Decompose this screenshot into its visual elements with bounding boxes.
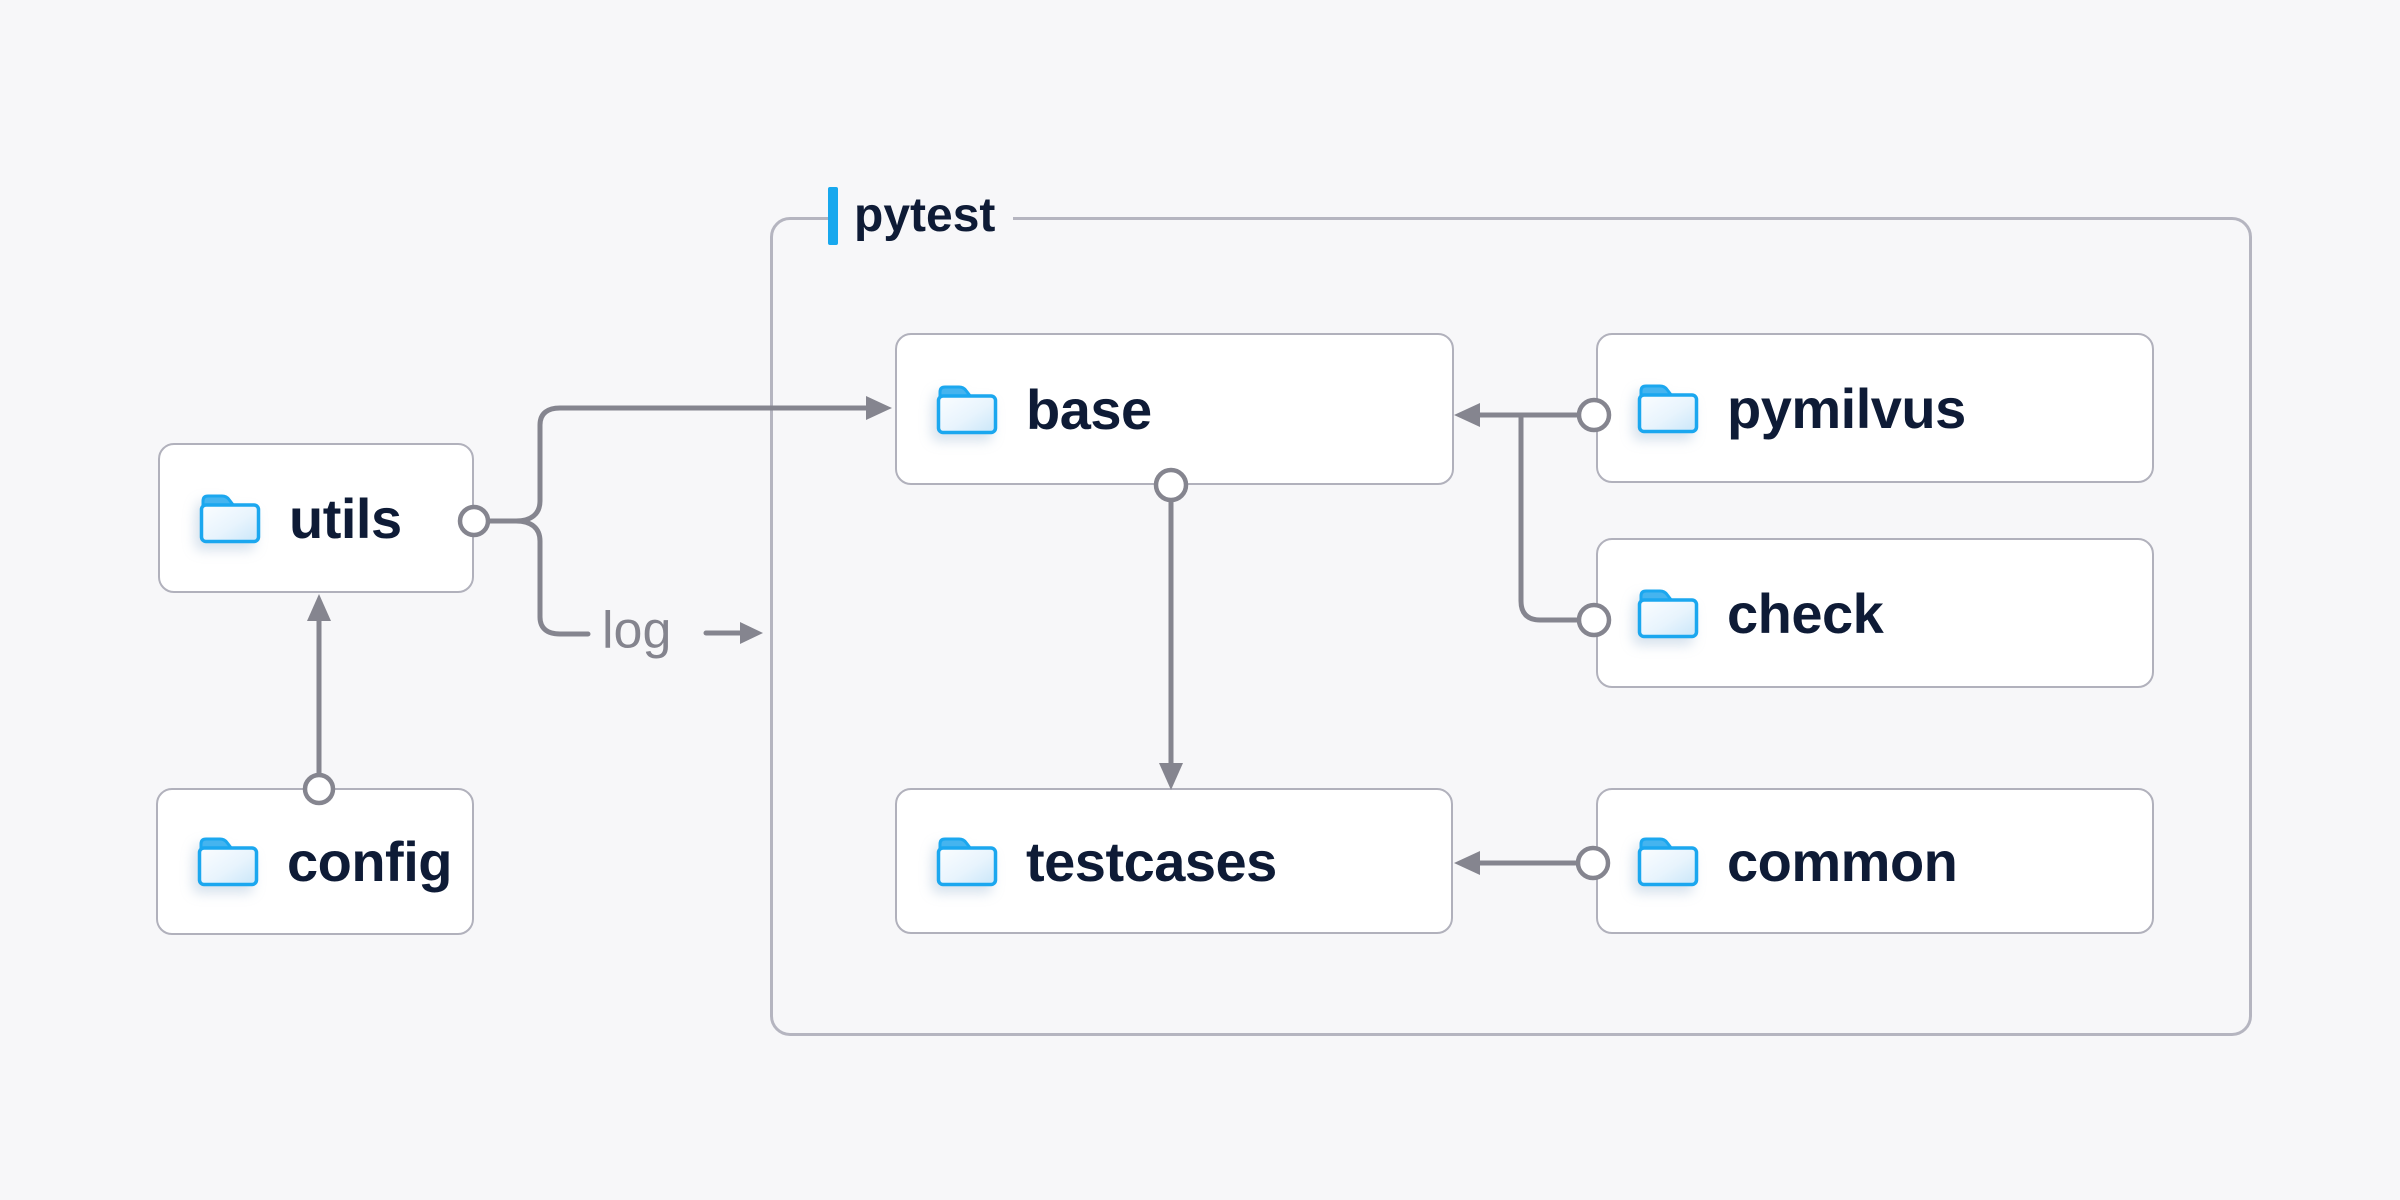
folder-icon [1636,382,1700,435]
node-label: check [1727,581,1884,645]
group-title: pytest [838,187,1014,246]
edge-config-utils [307,594,331,777]
folder-icon [935,383,999,436]
node-pymilvus: pymilvus [1596,333,2154,483]
node-base: base [895,333,1454,485]
node-label: base [1026,377,1152,441]
folder-icon [198,492,262,545]
node-check: check [1596,538,2154,688]
node-config: config [156,788,474,935]
arrowhead-up-icon [307,594,331,621]
node-label: pymilvus [1727,376,1966,440]
folder-icon [196,835,260,888]
edge-label-log: log [602,601,672,660]
node-testcases: testcases [895,788,1453,934]
node-label: testcases [1026,829,1277,893]
node-label: utils [289,486,402,550]
arrowhead-right-icon [740,622,763,644]
node-label: config [287,830,452,893]
folder-icon [1636,587,1700,640]
accent-bar [828,187,838,246]
folder-icon [1636,835,1700,888]
node-utils: utils [158,443,474,593]
folder-icon [935,835,999,888]
pytest-group-frame [770,217,2252,1036]
pytest-group-label: pytest [828,187,1014,246]
node-common: common [1596,788,2154,934]
node-label: common [1727,829,1958,893]
